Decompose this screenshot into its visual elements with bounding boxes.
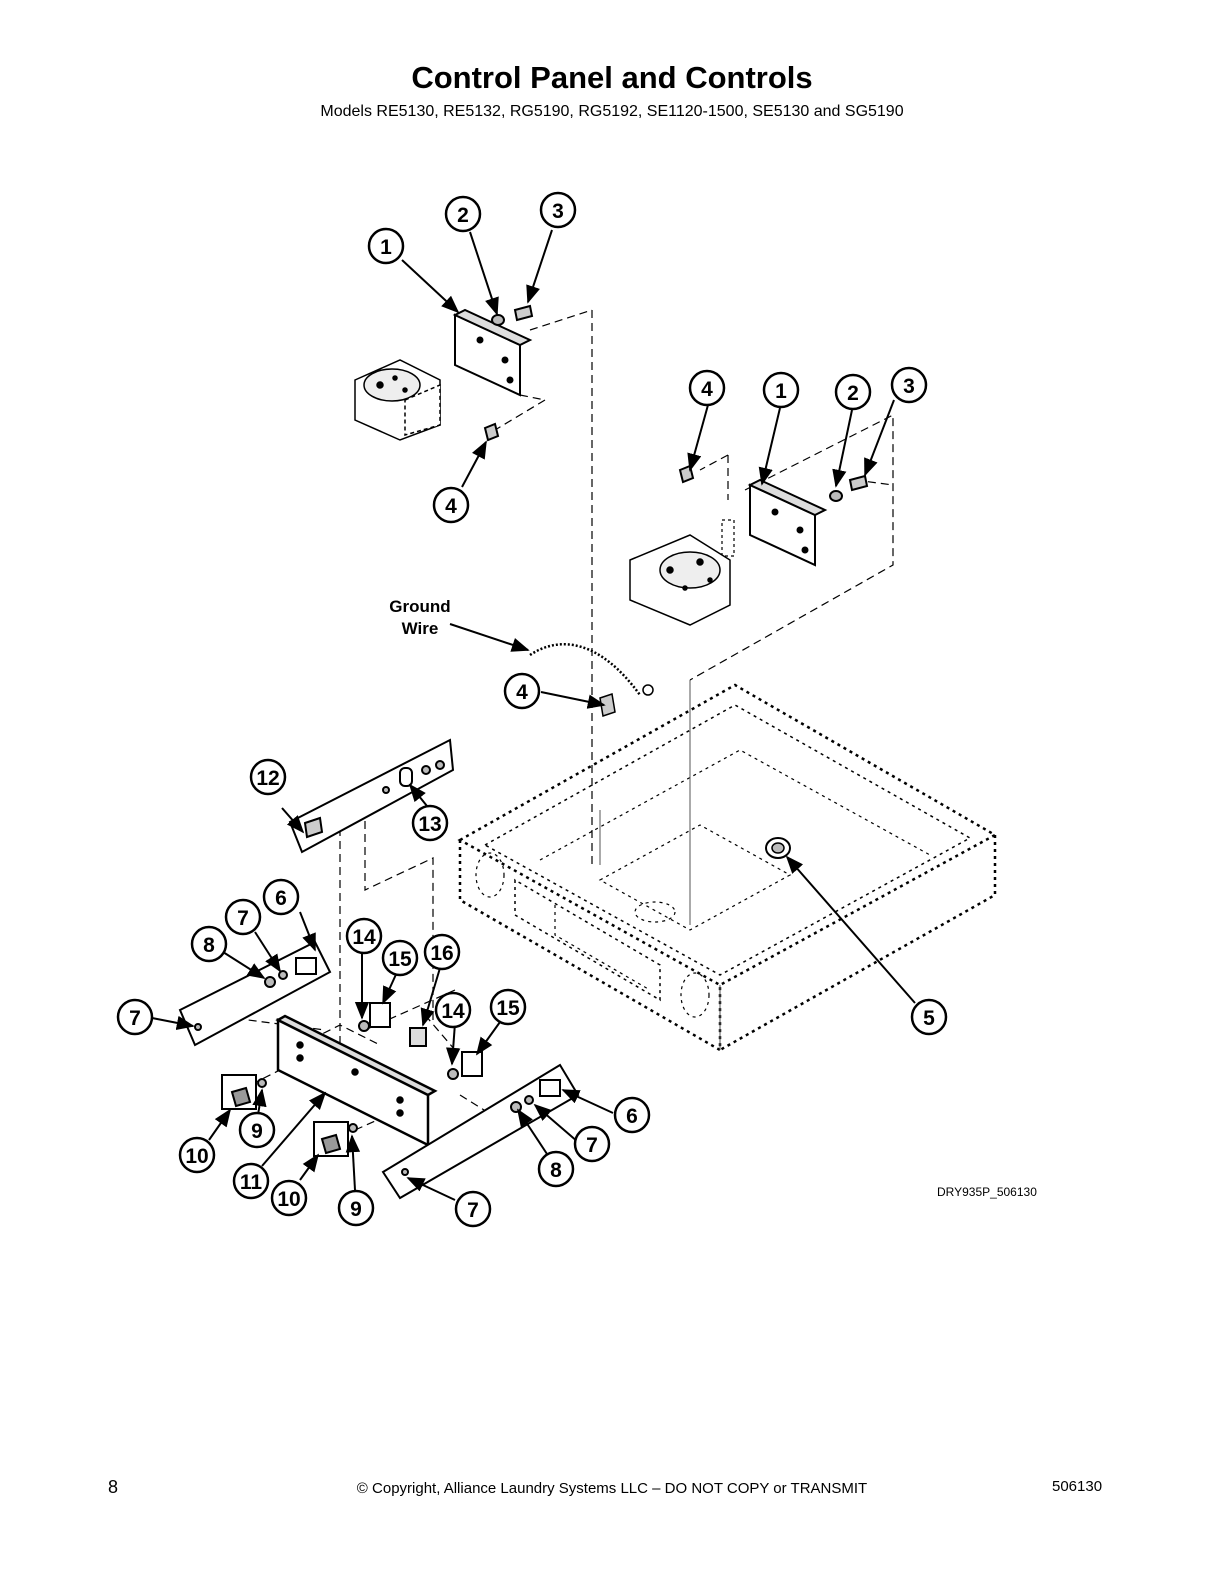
svg-text:4: 4 <box>516 681 528 704</box>
svg-text:9: 9 <box>350 1198 362 1221</box>
svg-text:14: 14 <box>352 926 376 949</box>
svg-text:15: 15 <box>388 948 412 971</box>
upper-left-bracket-assembly <box>452 304 534 442</box>
callouts: 1 2 3 1 2 3 4 4 4 5 6 7 8 7 12 13 14 15 … <box>116 191 948 1228</box>
callout-4-upper-left: 4 <box>432 486 470 524</box>
svg-text:13: 13 <box>418 813 441 836</box>
svg-text:3: 3 <box>903 375 915 398</box>
document-number: 506130 <box>1052 1478 1103 1495</box>
svg-text:11: 11 <box>240 1171 263 1194</box>
copyright-notice: © Copyright, Alliance Laundry Systems LL… <box>356 1480 868 1497</box>
callout-5: 5 <box>910 998 948 1036</box>
callout-6-left: 6 <box>262 878 300 916</box>
svg-text:4: 4 <box>445 495 457 518</box>
svg-text:1: 1 <box>775 380 787 403</box>
callout-12: 12 <box>249 758 287 796</box>
svg-text:7: 7 <box>467 1199 479 1222</box>
svg-text:7: 7 <box>586 1134 598 1157</box>
svg-text:4: 4 <box>701 378 713 401</box>
svg-text:9: 9 <box>251 1120 263 1143</box>
left-control-strip <box>178 940 332 1047</box>
callout-13: 13 <box>411 804 449 842</box>
control-panel <box>275 1014 438 1148</box>
switches <box>358 1002 483 1080</box>
svg-text:2: 2 <box>847 382 859 405</box>
svg-text:6: 6 <box>626 1105 638 1128</box>
callout-7-left-top: 7 <box>224 898 262 936</box>
callout-1-upper-right: 1 <box>762 371 800 409</box>
svg-text:8: 8 <box>550 1159 562 1182</box>
svg-text:2: 2 <box>457 204 469 227</box>
callout-14-left: 14 <box>345 917 383 955</box>
callout-2-upper-right: 2 <box>834 373 872 411</box>
callout-10-left: 10 <box>178 1136 216 1174</box>
drawing-code: DRY935P_506130 <box>937 1185 1037 1199</box>
svg-text:15: 15 <box>496 997 520 1020</box>
upper-left-timer-motor <box>354 359 441 441</box>
callout-8-right: 8 <box>537 1150 575 1188</box>
callout-4-ground: 4 <box>503 672 541 710</box>
knobs <box>221 1074 358 1157</box>
models-subtitle: Models RE5130, RE5132, RG5190, RG5192, S… <box>320 103 904 120</box>
console-cabinet <box>457 683 998 1053</box>
page-number: 8 <box>108 1477 119 1497</box>
leader-arrows <box>151 229 916 1201</box>
callout-3-upper-right: 3 <box>890 366 928 404</box>
callout-7-right-bottom: 7 <box>454 1190 492 1228</box>
callout-8-left: 8 <box>190 925 228 963</box>
callout-7-left-bottom: 7 <box>116 998 154 1036</box>
svg-text:7: 7 <box>237 907 249 930</box>
callout-3-upper-left: 3 <box>539 191 577 229</box>
svg-text:12: 12 <box>256 767 279 790</box>
callout-16: 16 <box>423 933 461 971</box>
svg-text:3: 3 <box>552 200 564 223</box>
ground-wire-label: Ground Wire <box>389 597 450 638</box>
console-detail <box>599 680 721 1050</box>
callout-14-right: 14 <box>434 991 472 1029</box>
upper-right-timer-motor <box>629 534 731 626</box>
callout-11: 11 <box>232 1162 270 1200</box>
upper-right-bracket-assembly <box>678 464 869 567</box>
svg-text:7: 7 <box>129 1007 141 1030</box>
page-title: Control Panel and Controls <box>411 60 813 95</box>
ground-wire-label-line1: Ground <box>389 597 450 616</box>
svg-text:5: 5 <box>923 1007 935 1030</box>
svg-text:10: 10 <box>277 1188 300 1211</box>
callout-2-upper-left: 2 <box>444 195 482 233</box>
svg-text:6: 6 <box>275 887 287 910</box>
ground-wire-label-line2: Wire <box>402 619 439 638</box>
callout-1-upper-left: 1 <box>367 227 405 265</box>
callout-9-left: 9 <box>238 1111 276 1149</box>
svg-text:16: 16 <box>430 942 453 965</box>
part-5-knob <box>765 837 791 859</box>
callout-15-left: 15 <box>381 939 419 977</box>
svg-text:14: 14 <box>441 1000 465 1023</box>
callout-6-right: 6 <box>613 1096 651 1134</box>
callout-7-right-top: 7 <box>573 1125 611 1163</box>
svg-text:10: 10 <box>185 1145 208 1168</box>
callout-10-right: 10 <box>270 1179 308 1217</box>
callout-15-right: 15 <box>489 988 527 1026</box>
svg-text:8: 8 <box>203 934 215 957</box>
upper-control-strip <box>288 738 455 854</box>
svg-text:1: 1 <box>380 236 392 259</box>
callout-4-upper-right: 4 <box>688 369 726 407</box>
callout-9-right: 9 <box>337 1189 375 1227</box>
